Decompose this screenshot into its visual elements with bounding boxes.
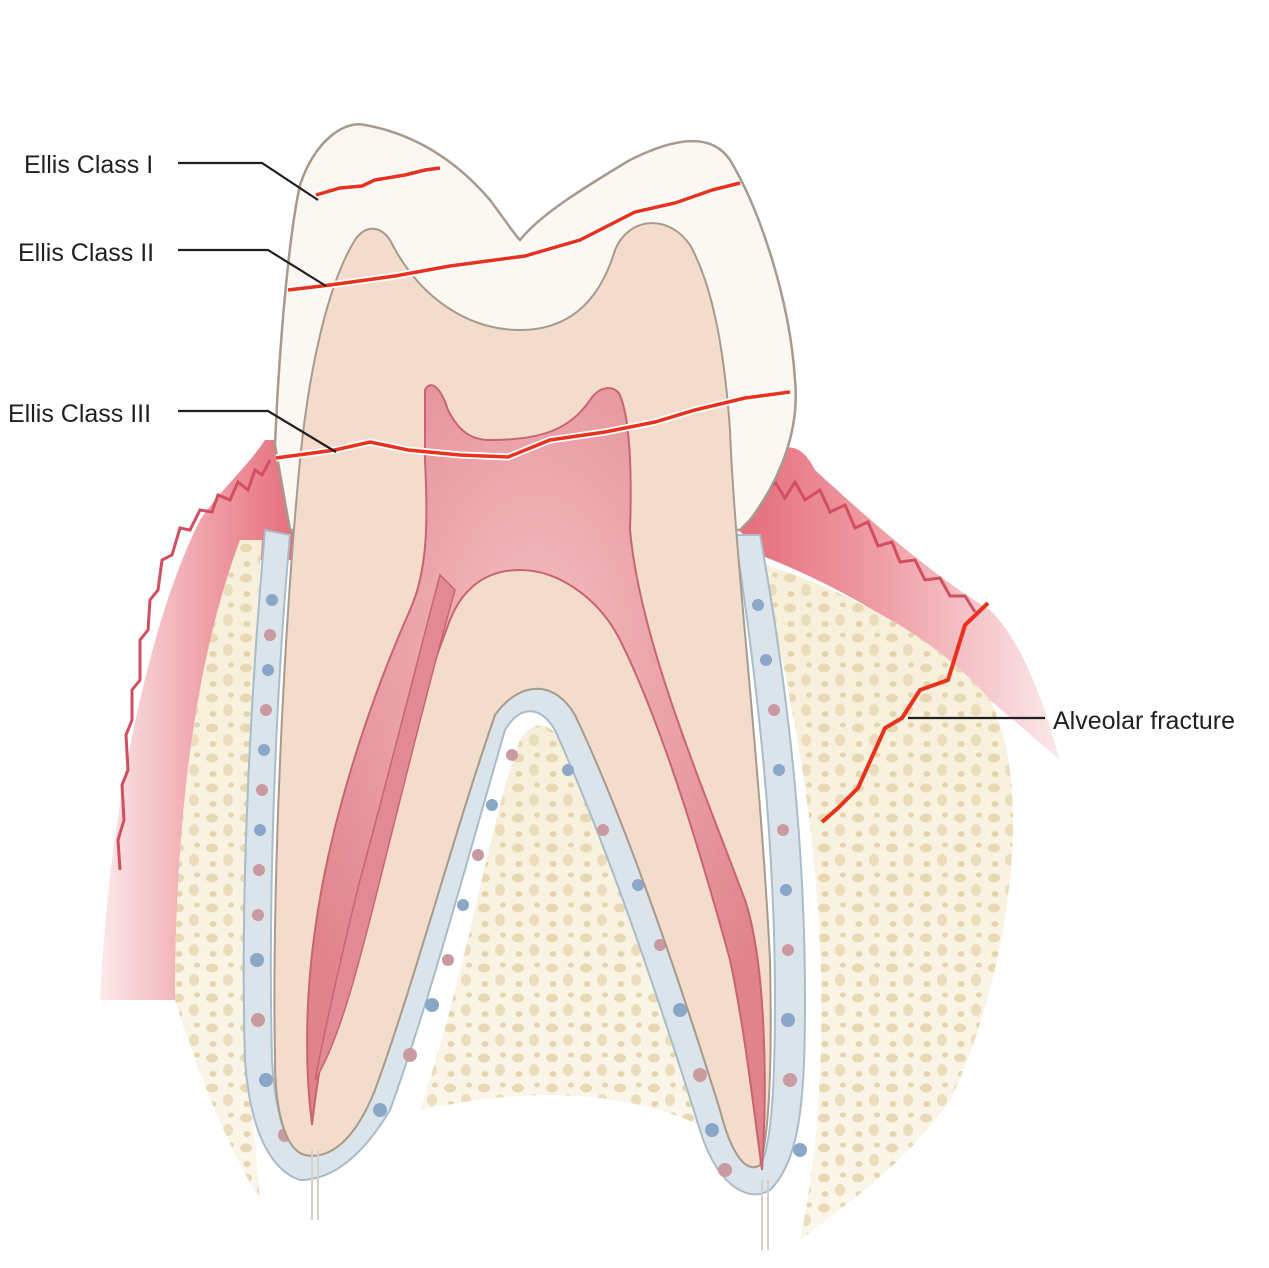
interradicular-bone-pores: [420, 725, 710, 1130]
alveolar-fracture-label: Alveolar fracture: [1053, 707, 1236, 735]
leader-class-1: [178, 161, 319, 201]
left-gingiva: [100, 440, 300, 1000]
ellis-class-3-label: Ellis Class III: [8, 400, 152, 428]
root-apex-lines: [311, 1150, 769, 1250]
ellis-class-2-label: Ellis Class II: [18, 239, 155, 267]
dentin: [273, 222, 772, 1168]
ligament-cells: [250, 594, 807, 1177]
alveolar-fracture: [820, 601, 990, 824]
left-gingiva-papillae: [116, 459, 272, 871]
leader-class-2: [178, 248, 327, 287]
fracture-lines: [275, 164, 990, 824]
pulp: [306, 384, 766, 1171]
ellis-class-1-label: Ellis Class I: [24, 151, 154, 179]
right-bone-pores: [750, 560, 1013, 1240]
leader-class-3: [178, 409, 337, 453]
right-gingiva: [735, 447, 1060, 760]
left-bone-pores: [175, 540, 262, 1200]
leader-lines: [178, 161, 1045, 720]
pulp-canal-branch: [314, 573, 456, 1081]
right-gingiva-papillae: [763, 479, 977, 613]
